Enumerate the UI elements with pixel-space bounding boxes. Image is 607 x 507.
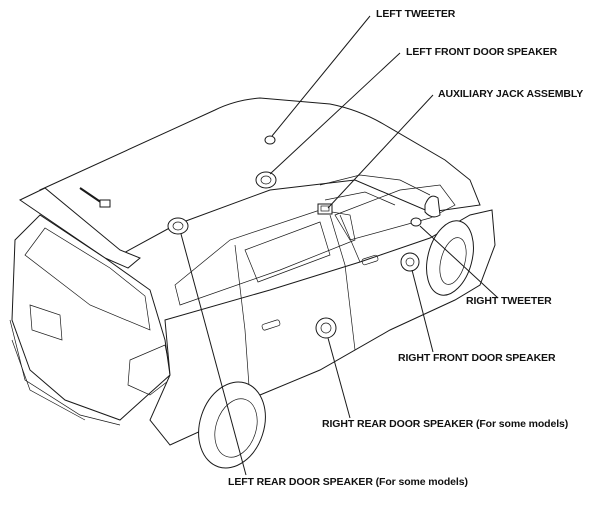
label-right-tweeter: RIGHT TWEETER [466,295,552,307]
label-auxiliary-jack-assembly: AUXILIARY JACK ASSEMBLY [438,88,584,100]
right-rear-door-speaker-marker [315,317,337,339]
label-left-front-door-speaker: LEFT FRONT DOOR SPEAKER [406,46,558,58]
left-front-door-speaker-marker [255,171,277,189]
left-tweeter-marker [264,135,276,145]
auxiliary-jack-marker [317,203,333,215]
leader-left-tweeter [271,15,371,137]
label-left-tweeter: LEFT TWEETER [376,8,456,20]
leader-auxiliary-jack [327,94,434,209]
leader-right-front-door-speaker [411,269,434,353]
right-tweeter-marker [410,217,422,227]
left-rear-door-speaker-marker [167,217,189,235]
label-right-rear-door-speaker: RIGHT REAR DOOR SPEAKER (For some models… [322,418,569,430]
right-front-door-speaker-marker [400,252,420,272]
leader-right-rear-door-speaker [327,337,351,419]
label-left-rear-door-speaker: LEFT REAR DOOR SPEAKER (For some models) [228,476,468,488]
leader-right-tweeter [419,225,499,299]
leader-left-rear-door-speaker [180,233,247,476]
leader-left-front-door-speaker [269,52,401,175]
leader-lines [180,15,499,476]
label-right-front-door-speaker: RIGHT FRONT DOOR SPEAKER [398,352,556,364]
